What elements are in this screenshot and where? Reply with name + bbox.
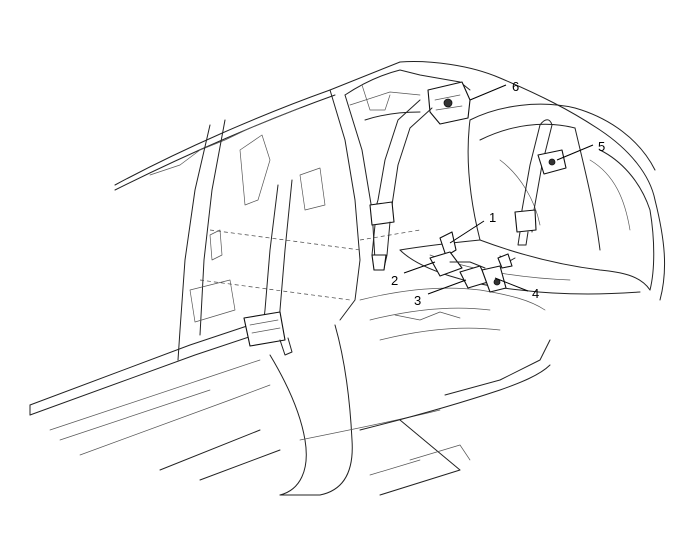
callout-6: 6	[512, 79, 519, 94]
rear-right-belt-retractor-5	[514, 119, 567, 246]
callout-4: 4	[532, 286, 539, 301]
buckle-1	[439, 231, 457, 257]
buckle-2	[429, 251, 463, 277]
buckle-4	[481, 265, 507, 293]
vehicle-body-outline	[29, 61, 666, 496]
callout-5: 5	[598, 139, 605, 154]
callout-labels: 6 5 1 2 3 4	[391, 79, 605, 308]
callout-1: 1	[489, 210, 496, 225]
callout-3: 3	[414, 293, 421, 308]
leader-lines	[403, 84, 594, 295]
buckle-assembly	[429, 231, 516, 293]
callout-2: 2	[391, 273, 398, 288]
rear-center-belt-retractor-6	[369, 81, 471, 271]
